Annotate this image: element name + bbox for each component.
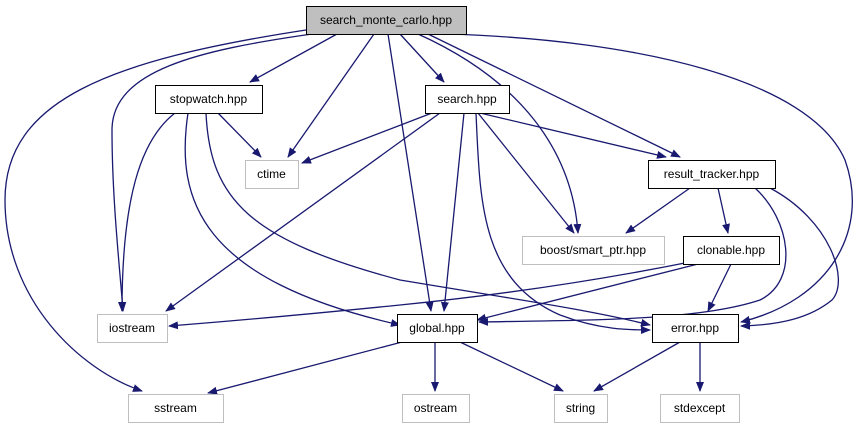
- edge-global-to-sstream: [207, 341, 403, 395]
- edge-search-to-ctime: [301, 112, 433, 164]
- node-result-tracker[interactable]: result_tracker.hpp: [648, 160, 776, 189]
- edge-stopwatch-to-ctime: [217, 112, 262, 158]
- edge-result-tracker-to-global: [478, 187, 787, 326]
- edge-clonable-to-iostream: [168, 261, 691, 330]
- edge-search-monte-carlo-to-result-tracker: [427, 33, 681, 158]
- nodes-layer: search_monte_carlo.hpp stopwatch.hpp searc…: [97, 6, 780, 423]
- node-label: stdexcept: [674, 401, 726, 415]
- node-label: ctime: [257, 167, 286, 181]
- node-box: [397, 314, 478, 343]
- edge-search-to-result-tracker: [479, 112, 667, 159]
- edge-search-monte-carlo-to-ctime: [287, 33, 375, 158]
- edge-search-monte-carlo-to-error: [447, 33, 853, 324]
- node-clonable[interactable]: clonable.hpp: [683, 236, 780, 265]
- edge-search-to-error: [475, 112, 651, 334]
- node-label: search.hpp: [437, 92, 497, 106]
- node-search[interactable]: search.hpp: [425, 85, 510, 114]
- edge-search-to-iostream: [165, 112, 441, 312]
- edge-clonable-to-global: [476, 263, 699, 322]
- edge-stopwatch-to-global: [184, 112, 401, 327]
- node-box: [554, 394, 608, 423]
- node-box: [683, 236, 780, 265]
- edge-error-to-string: [593, 341, 681, 392]
- node-box: [402, 394, 470, 423]
- node-search-monte-carlo: search_monte_carlo.hpp: [306, 6, 467, 35]
- node-label: stopwatch.hpp: [170, 92, 248, 106]
- node-ostream: ostream: [402, 394, 470, 423]
- edge-search-to-global: [440, 112, 465, 312]
- node-error[interactable]: error.hpp: [652, 314, 739, 343]
- edge-search-monte-carlo-to-smart-ptr: [417, 33, 582, 234]
- edge-stopwatch-to-iostream: [118, 112, 176, 312]
- edge-search-to-smart-ptr: [477, 112, 575, 234]
- node-box: [306, 6, 467, 35]
- edge-result-tracker-to-clonable: [717, 187, 730, 234]
- edges-layer: [4, 29, 853, 395]
- node-box: [128, 394, 224, 423]
- node-label: clonable.hpp: [697, 243, 765, 257]
- edge-clonable-to-error: [707, 263, 732, 312]
- node-box: [660, 394, 740, 423]
- node-box: [97, 314, 168, 343]
- node-stdexcept: stdexcept: [660, 394, 740, 423]
- node-box: [652, 314, 739, 343]
- node-box: [155, 85, 263, 114]
- node-label: ostream: [414, 401, 457, 415]
- edge-search-monte-carlo-to-iostream: [111, 33, 313, 312]
- edge-global-to-string: [459, 341, 564, 392]
- node-sstream: sstream: [128, 394, 224, 423]
- node-string: string: [554, 394, 608, 423]
- node-label: result_tracker.hpp: [664, 167, 760, 181]
- node-label: sstream: [154, 401, 197, 415]
- node-label: search_monte_carlo.hpp: [320, 13, 452, 27]
- node-label: string: [566, 401, 595, 415]
- edge-search-monte-carlo-to-global: [387, 33, 434, 312]
- edge-result-tracker-to-smart-ptr: [625, 187, 691, 234]
- node-box: [425, 85, 510, 114]
- edge-search-monte-carlo-to-sstream: [4, 29, 307, 392]
- edge-search-monte-carlo-to-search: [399, 33, 445, 83]
- node-label: error.hpp: [671, 321, 719, 335]
- node-stopwatch[interactable]: stopwatch.hpp: [155, 85, 263, 114]
- node-ctime: ctime: [245, 160, 299, 189]
- node-box: [245, 160, 299, 189]
- node-label: iostream: [109, 321, 155, 335]
- node-iostream: iostream: [97, 314, 168, 343]
- node-box: [522, 236, 665, 265]
- node-smart-ptr: boost/smart_ptr.hpp: [522, 236, 665, 265]
- edge-result-tracker-to-error: [740, 187, 840, 330]
- edge-search-monte-carlo-to-stopwatch: [249, 33, 338, 83]
- node-global[interactable]: global.hpp: [397, 314, 478, 343]
- node-box: [648, 160, 776, 189]
- node-label: boost/smart_ptr.hpp: [540, 243, 646, 257]
- edge-stopwatch-to-error: [205, 112, 651, 327]
- node-label: global.hpp: [409, 321, 465, 335]
